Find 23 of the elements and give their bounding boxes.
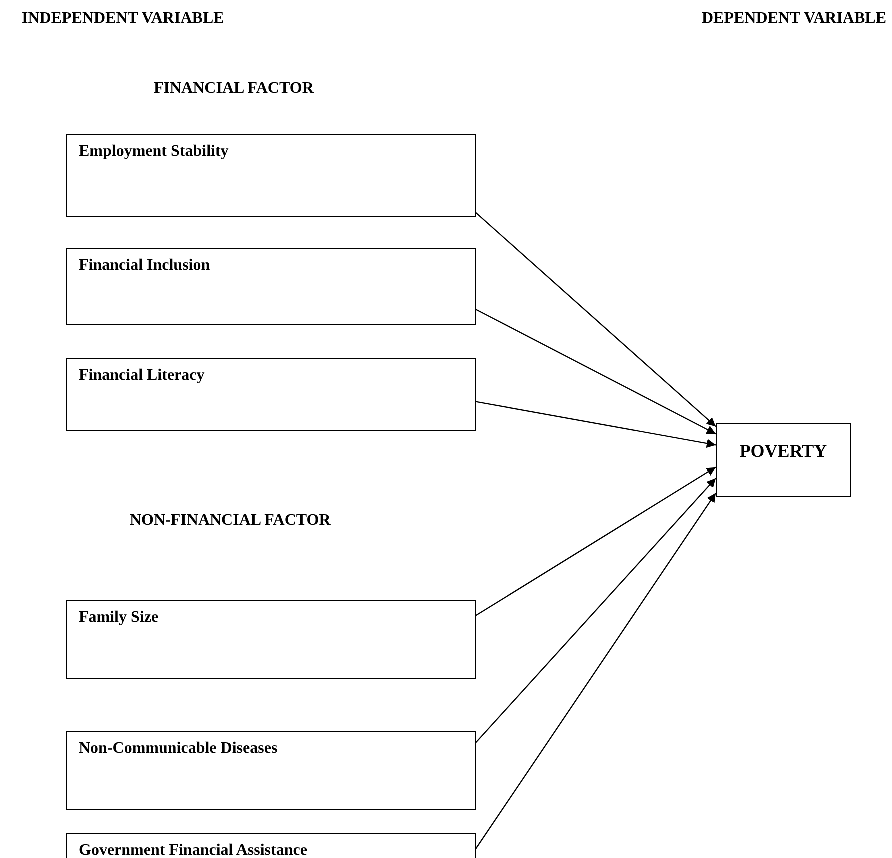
- arrow: [476, 309, 716, 435]
- heading-text: FINANCIAL FACTOR: [154, 80, 314, 98]
- box-label: POVERTY: [740, 441, 828, 462]
- box-label: Financial Literacy: [79, 367, 205, 385]
- heading-text: DEPENDENT VARIABLE: [702, 10, 886, 28]
- variable-box: [66, 358, 476, 431]
- heading-text: NON-FINANCIAL FACTOR: [130, 512, 331, 530]
- arrow: [476, 212, 716, 428]
- arrow: [476, 492, 716, 850]
- variable-box: [66, 600, 476, 679]
- arrow: [476, 401, 716, 448]
- box-label: Family Size: [79, 609, 159, 627]
- box-label: Government Financial Assistance: [79, 842, 308, 858]
- arrow: [476, 466, 716, 616]
- variable-box: [66, 731, 476, 810]
- box-label: Financial Inclusion: [79, 257, 210, 275]
- arrow: [476, 478, 716, 744]
- box-label: Non-Communicable Diseases: [79, 740, 278, 758]
- variable-box: [716, 423, 851, 497]
- heading-text: INDEPENDENT VARIABLE: [22, 10, 224, 28]
- box-label: Employment Stability: [79, 143, 229, 161]
- variable-box: [66, 248, 476, 325]
- variable-box: [66, 134, 476, 217]
